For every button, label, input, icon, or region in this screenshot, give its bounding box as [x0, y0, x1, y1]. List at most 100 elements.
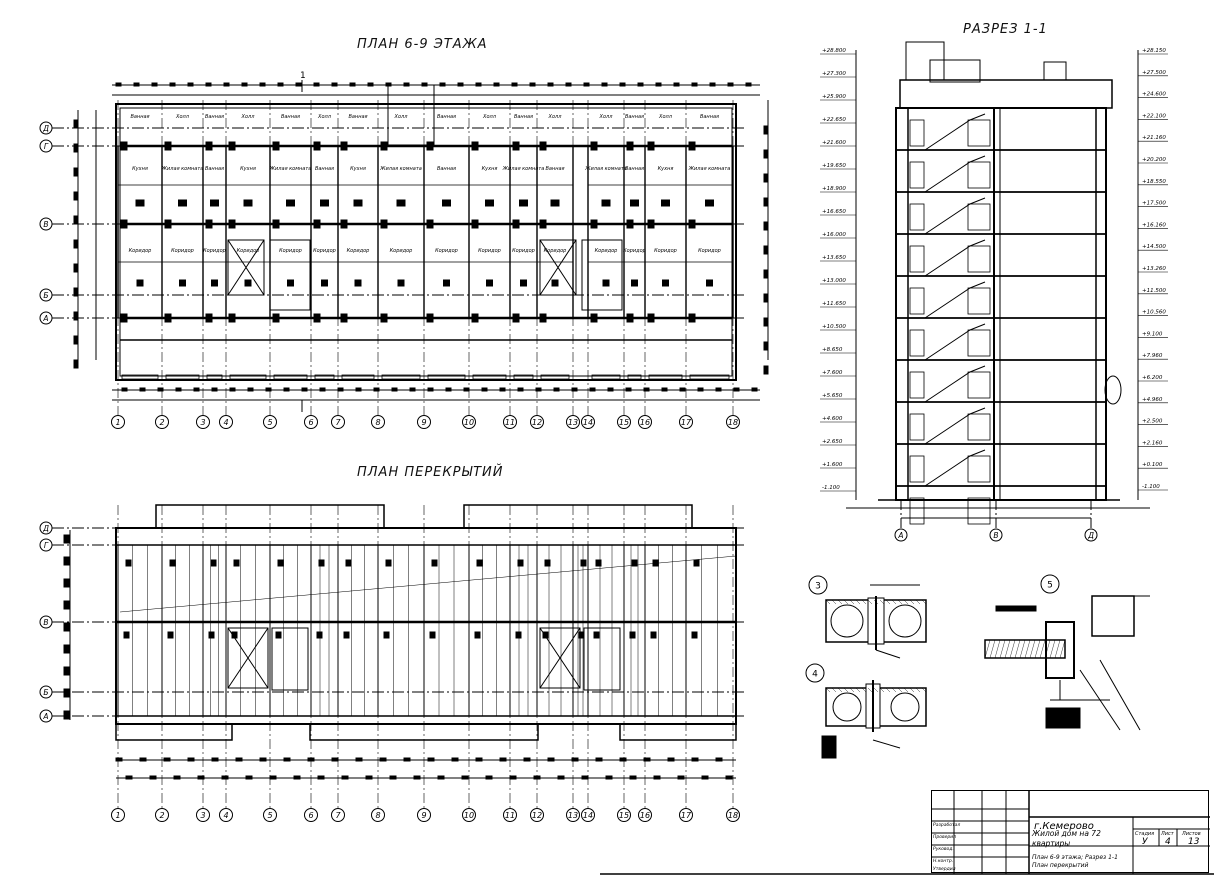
plan-window	[229, 374, 267, 380]
room-label: Коридор	[237, 248, 260, 254]
room-label: Коридор	[698, 248, 721, 254]
axis-bubble	[638, 808, 652, 822]
dim-tick	[355, 757, 363, 762]
slab-mark	[631, 559, 638, 567]
hatch	[921, 599, 927, 605]
dim-tick	[331, 757, 339, 762]
slab-mark	[233, 559, 240, 567]
section-stair	[924, 407, 986, 445]
plan-fixture	[601, 199, 611, 207]
plan-fixture	[179, 279, 186, 287]
section-stair	[924, 449, 986, 487]
section-axis-label: В	[993, 531, 998, 540]
plan-column	[313, 313, 321, 323]
hatch	[825, 599, 831, 605]
level-mark-right: +11.500	[1142, 288, 1166, 294]
dim-tick	[709, 82, 716, 87]
axis-label: 15	[619, 418, 629, 427]
hatch	[879, 687, 885, 693]
axis-bubble-letter	[39, 685, 53, 699]
hatch	[1014, 639, 1021, 659]
dim-tick	[337, 387, 344, 392]
hatch	[1059, 639, 1066, 659]
dim-tick	[187, 82, 194, 87]
dim-tick	[403, 757, 411, 762]
plan-column	[512, 313, 520, 323]
dim-tick	[461, 775, 469, 780]
dim-tick	[523, 757, 531, 762]
room-label: Ванная	[130, 114, 149, 120]
plan-column	[626, 313, 634, 323]
hatch	[1034, 639, 1041, 659]
section-floors: +28.800+27.300+25.900+22.650+21.600+19.6…	[820, 48, 1168, 525]
section-window	[909, 287, 925, 315]
plan-column	[647, 141, 655, 151]
dim-tick	[63, 688, 70, 698]
level-mark-left: +27.300	[822, 71, 846, 77]
hatch	[915, 599, 921, 605]
level-mark-right: -1.100	[1142, 484, 1160, 490]
room-label: Ванная	[545, 166, 564, 172]
plan-fixture	[243, 199, 253, 207]
dim-tick	[229, 387, 236, 392]
dim-tick	[763, 269, 769, 279]
dim-tick	[259, 82, 266, 87]
slab-mark	[275, 631, 282, 639]
dim-tick	[331, 82, 338, 87]
axis-bubble	[638, 415, 652, 429]
dim-tick	[583, 82, 590, 87]
room-label: Коридор	[390, 248, 413, 254]
dim-tick	[245, 775, 253, 780]
title-block: г.Кемерово Жилой дом на 72 квартиры План…	[931, 790, 1210, 874]
level-mark-left: +16.000	[822, 232, 846, 238]
level-mark-left: +18.900	[822, 186, 846, 192]
axis-bubble-letter	[39, 538, 53, 552]
dim-tick	[595, 757, 603, 762]
axis-label: 8	[375, 418, 380, 427]
plan-column	[380, 219, 388, 229]
slab-mark	[691, 631, 698, 639]
dim-tick	[169, 82, 176, 87]
axis-bubble	[263, 808, 277, 822]
plan-column	[590, 219, 598, 229]
dim-tick	[277, 82, 284, 87]
hatch	[909, 599, 915, 605]
dim-tick	[445, 387, 452, 392]
slab-diagonal	[119, 555, 737, 613]
dim-tick	[265, 387, 272, 392]
level-mark-left: +25.900	[822, 94, 846, 100]
room-label: Ванная	[315, 166, 334, 172]
room-label: Ванная	[437, 166, 456, 172]
slab-mark	[277, 559, 284, 567]
dim-tick	[73, 239, 79, 249]
hatch	[879, 599, 885, 605]
level-mark-right: +20.200	[1142, 157, 1166, 163]
hatch	[999, 639, 1006, 659]
dim-tick	[725, 775, 733, 780]
dim-tick	[691, 82, 698, 87]
dim-tick	[535, 387, 542, 392]
room-label: Холл	[599, 114, 614, 120]
plan-column	[120, 141, 128, 151]
dim-tick	[763, 365, 769, 375]
dim-tick	[475, 757, 483, 762]
plan-column	[228, 313, 236, 323]
axis-label: 3	[200, 811, 205, 820]
room-label: Холл	[394, 114, 409, 120]
room-label: Коридор	[347, 248, 370, 254]
dim-tick	[427, 757, 435, 762]
room-label: Кухня	[482, 166, 498, 172]
room-label: Холл	[548, 114, 563, 120]
level-mark-right: +0.100	[1142, 462, 1163, 468]
slab-mark	[593, 631, 600, 639]
room-label: Холл	[241, 114, 256, 120]
section-door	[967, 203, 991, 231]
dim-tick	[439, 82, 446, 87]
room-label: Кухня	[350, 166, 366, 172]
plan-column	[164, 219, 172, 229]
plan-column	[272, 141, 280, 151]
dim-tick	[73, 119, 79, 129]
level-mark-left: +2.650	[822, 439, 843, 445]
section-1-1	[846, 41, 1150, 530]
plan-column	[228, 141, 236, 151]
